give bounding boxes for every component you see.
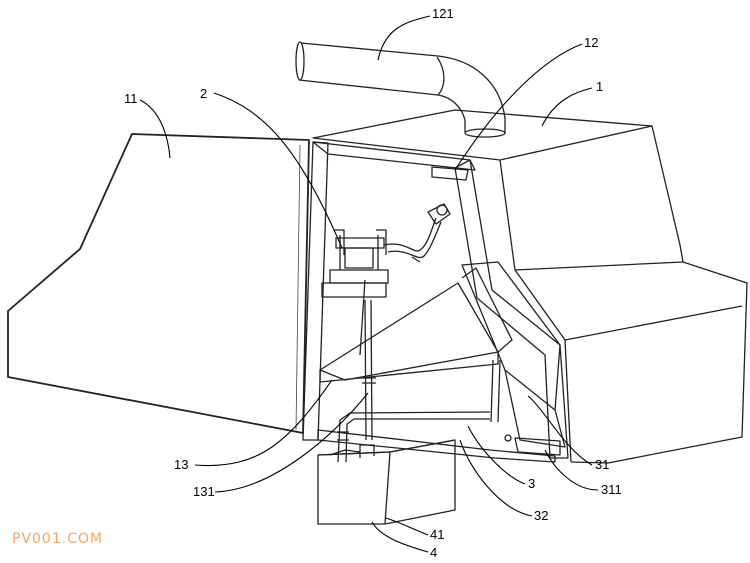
door-panel [7,133,310,434]
label-11: 11 [124,91,138,106]
label-121: 121 [432,6,454,21]
label-1: 1 [596,79,603,94]
motor-unit [321,203,451,298]
label-4: 4 [430,545,437,560]
label-131: 131 [193,484,215,499]
main-housing [312,109,748,464]
mesh-screen [319,267,513,383]
label-41: 41 [430,527,444,542]
collection-tank [317,439,456,525]
label-3: 3 [528,476,535,491]
leader-lines [139,15,599,553]
vent-nozzle [431,166,469,181]
discharge-chute [461,261,566,456]
label-32: 32 [534,508,548,523]
mesh-frame [359,279,501,423]
label-13: 13 [174,457,188,472]
label-12: 12 [584,35,598,50]
return-pipe [337,411,491,463]
exhaust-pipe [295,41,506,138]
drain-pipe [362,299,376,441]
label-31: 31 [595,457,609,472]
watermark: PV001.COM [12,531,103,547]
label-2: 2 [200,86,207,101]
label-311: 311 [601,482,622,497]
reference-labels: 121 12 1 11 2 13 131 3 31 311 32 41 4 [124,6,622,560]
